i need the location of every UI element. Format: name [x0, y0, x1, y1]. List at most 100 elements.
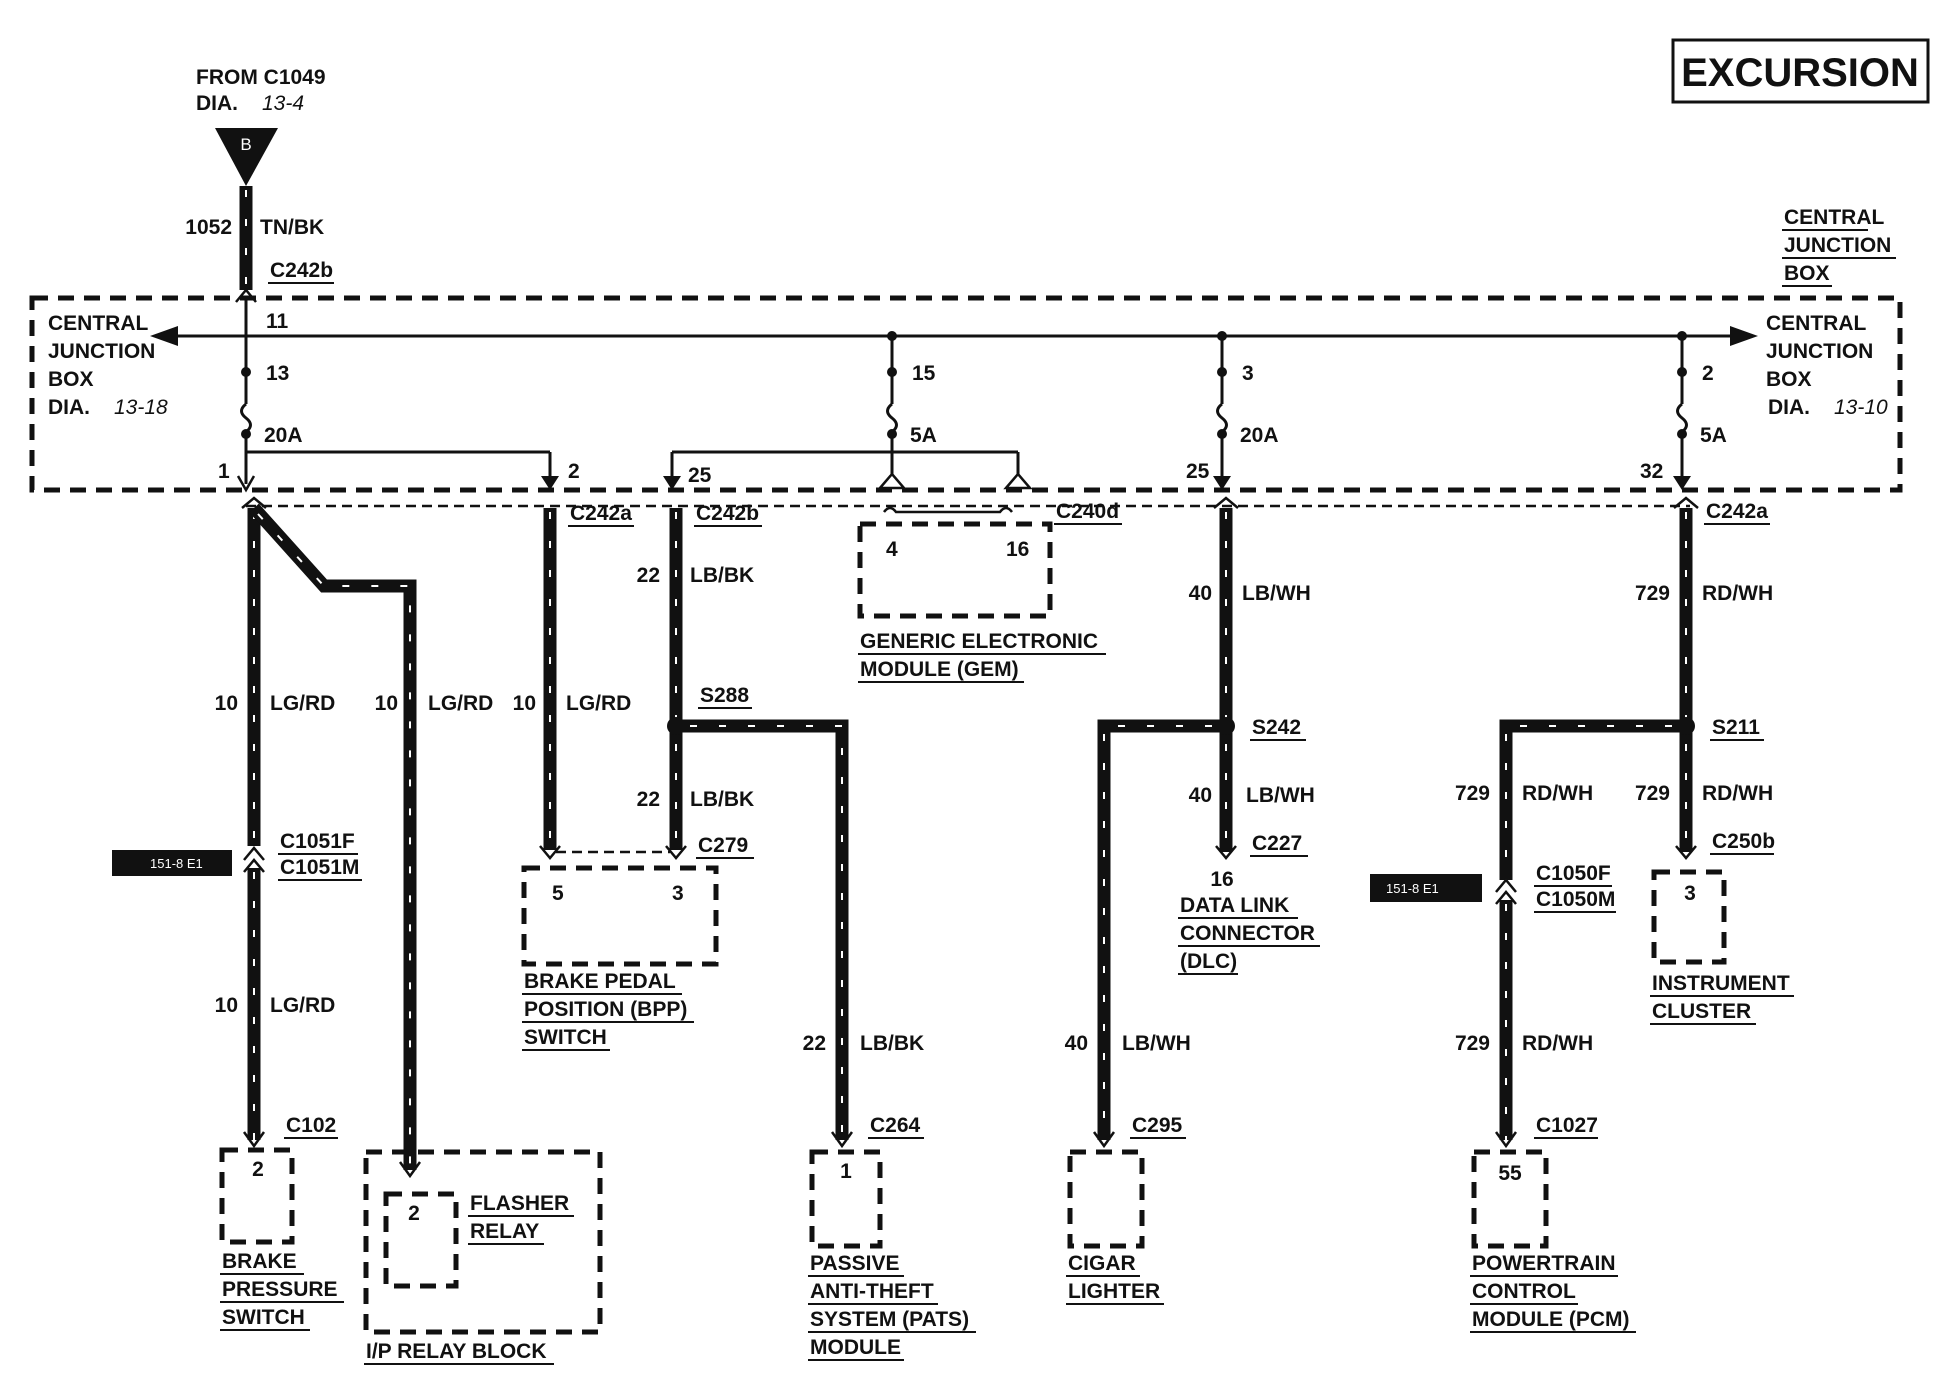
svg-text:32: 32 [1640, 460, 1663, 483]
svg-text:LB/WH: LB/WH [1122, 1032, 1191, 1055]
svg-text:1: 1 [840, 1160, 852, 1183]
svg-text:151-8 E1: 151-8 E1 [1386, 881, 1439, 896]
svg-text:10: 10 [215, 692, 238, 715]
svg-text:C279: C279 [698, 834, 748, 857]
connector-c1051: 151-8 E1 C1051F C1051M [112, 830, 362, 881]
svg-text:LB/BK: LB/BK [860, 1032, 924, 1055]
ip-relay-block: 2 FLASHER RELAY I/P RELAY BLOCK [363, 1149, 603, 1365]
svg-text:3: 3 [1242, 362, 1254, 385]
svg-text:S288: S288 [700, 684, 749, 707]
svg-text:LG/RD: LG/RD [428, 692, 493, 715]
svg-text:INSTRUMENT: INSTRUMENT [1652, 972, 1790, 995]
svg-text:C295: C295 [1132, 1114, 1183, 1137]
svg-text:CLUSTER: CLUSTER [1652, 1000, 1751, 1023]
svg-text:C1050F: C1050F [1536, 862, 1611, 885]
svg-text:2: 2 [408, 1202, 420, 1225]
source-triangle-icon [215, 128, 278, 186]
svg-text:JUNCTION: JUNCTION [1766, 340, 1873, 363]
svg-text:C242a: C242a [1706, 500, 1768, 523]
svg-text:40: 40 [1189, 582, 1212, 605]
svg-text:BRAKE: BRAKE [222, 1250, 297, 1273]
svg-text:BRAKE PEDAL: BRAKE PEDAL [524, 970, 676, 993]
svg-text:MODULE (GEM): MODULE (GEM) [860, 658, 1019, 681]
wire-flasher-relay [249, 503, 422, 1179]
title-box: EXCURSION [1671, 38, 1930, 104]
internal-bus: 11 [150, 300, 1758, 346]
svg-text:RD/WH: RD/WH [1522, 782, 1593, 805]
svg-text:GENERIC ELECTRONIC: GENERIC ELECTRONIC [860, 630, 1098, 653]
bus-left-arrow-icon [150, 326, 178, 346]
svg-text:BOX: BOX [1784, 262, 1830, 285]
svg-text:LG/RD: LG/RD [270, 994, 335, 1017]
svg-text:10: 10 [513, 692, 536, 715]
svg-text:2: 2 [1702, 362, 1714, 385]
svg-text:LIGHTER: LIGHTER [1068, 1280, 1160, 1303]
svg-text:LB/WH: LB/WH [1246, 784, 1315, 807]
svg-text:13: 13 [266, 362, 289, 385]
svg-text:C227: C227 [1252, 832, 1302, 855]
data-link-connector: 16 DATA LINK CONNECTOR (DLC) [1178, 868, 1320, 975]
svg-text:10: 10 [215, 994, 238, 1017]
fuse-2: 2 5A 32 [1640, 331, 1727, 490]
svg-text:LB/BK: LB/BK [690, 564, 754, 587]
svg-text:LB/WH: LB/WH [1242, 582, 1311, 605]
svg-text:SWITCH: SWITCH [222, 1306, 305, 1329]
svg-text:CENTRAL: CENTRAL [48, 312, 148, 335]
gem-module: 4 16 GENERIC ELECTRONIC MODULE (GEM) [857, 506, 1106, 683]
svg-text:C240d: C240d [1056, 500, 1119, 523]
brake-pressure-switch: C102 2 BRAKE PRESSURE SWITCH [219, 1114, 344, 1331]
diagram-title: EXCURSION [1681, 51, 1919, 95]
svg-text:16: 16 [1210, 868, 1233, 891]
svg-text:RELAY: RELAY [470, 1220, 539, 1243]
wire-brake-pressure [241, 496, 267, 1149]
source-connector-b: FROM C1049 DIA. 13-4 B 1052 TN/BK C242b [185, 66, 334, 303]
cjb-right-ref: CENTRAL JUNCTION BOX DIA. 13-10 [1766, 312, 1888, 419]
source-dia-ref: 13-4 [262, 92, 304, 115]
svg-text:729: 729 [1635, 782, 1670, 805]
svg-text:RD/WH: RD/WH [1702, 782, 1773, 805]
svg-text:LG/RD: LG/RD [566, 692, 631, 715]
cjb-connectors: C242a C242b C240d C242a [568, 500, 1770, 527]
svg-text:5A: 5A [910, 424, 937, 447]
svg-text:CIGAR: CIGAR [1068, 1252, 1136, 1275]
cigar-lighter: CIGAR LIGHTER [1066, 1149, 1164, 1305]
wire-bpp-lg: 10 LG/RD [513, 508, 631, 860]
pcm-module: 55 POWERTRAIN CONTROL MODULE (PCM) [1470, 1149, 1636, 1333]
svg-text:C242a: C242a [570, 502, 632, 525]
source-dia-label: DIA. [196, 92, 238, 115]
svg-text:151-8 E1: 151-8 E1 [150, 856, 203, 871]
svg-text:MODULE: MODULE [810, 1336, 901, 1359]
svg-text:CENTRAL: CENTRAL [1766, 312, 1866, 335]
svg-text:PRESSURE: PRESSURE [222, 1278, 338, 1301]
wire-lbbk: 22 LB/BK S288 22 LB/BK C279 22 LB/BK C26… [637, 508, 924, 1149]
svg-text:CONTROL: CONTROL [1472, 1280, 1576, 1303]
tag-left [112, 850, 232, 876]
svg-text:2: 2 [568, 460, 580, 483]
svg-text:S211: S211 [1712, 716, 1760, 739]
svg-text:LB/BK: LB/BK [690, 788, 754, 811]
svg-text:10: 10 [375, 692, 398, 715]
source-wire-color: TN/BK [260, 216, 324, 239]
svg-text:CONNECTOR: CONNECTOR [1180, 922, 1315, 945]
svg-text:22: 22 [637, 788, 660, 811]
svg-text:16: 16 [1006, 538, 1029, 561]
svg-text:25: 25 [688, 464, 712, 487]
svg-text:25: 25 [1186, 460, 1210, 483]
svg-text:13-10: 13-10 [1834, 396, 1888, 419]
svg-text:JUNCTION: JUNCTION [1784, 234, 1891, 257]
svg-text:20A: 20A [264, 424, 303, 447]
svg-text:RD/WH: RD/WH [1702, 582, 1773, 605]
svg-text:POWERTRAIN: POWERTRAIN [1472, 1252, 1616, 1275]
connector-c1050: 151-8 E1 C1050F C1050M [1370, 862, 1616, 913]
svg-text:CENTRAL: CENTRAL [1784, 206, 1884, 229]
svg-text:C242b: C242b [696, 502, 759, 525]
svg-text:SWITCH: SWITCH [524, 1026, 607, 1049]
source-letter: B [240, 135, 251, 154]
svg-text:SYSTEM (PATS): SYSTEM (PATS) [810, 1308, 969, 1331]
svg-text:5A: 5A [1700, 424, 1727, 447]
svg-text:POSITION (BPP): POSITION (BPP) [524, 998, 687, 1021]
svg-text:3: 3 [1684, 882, 1696, 905]
bus-label: 11 [266, 310, 289, 333]
svg-text:13-18: 13-18 [114, 396, 168, 419]
